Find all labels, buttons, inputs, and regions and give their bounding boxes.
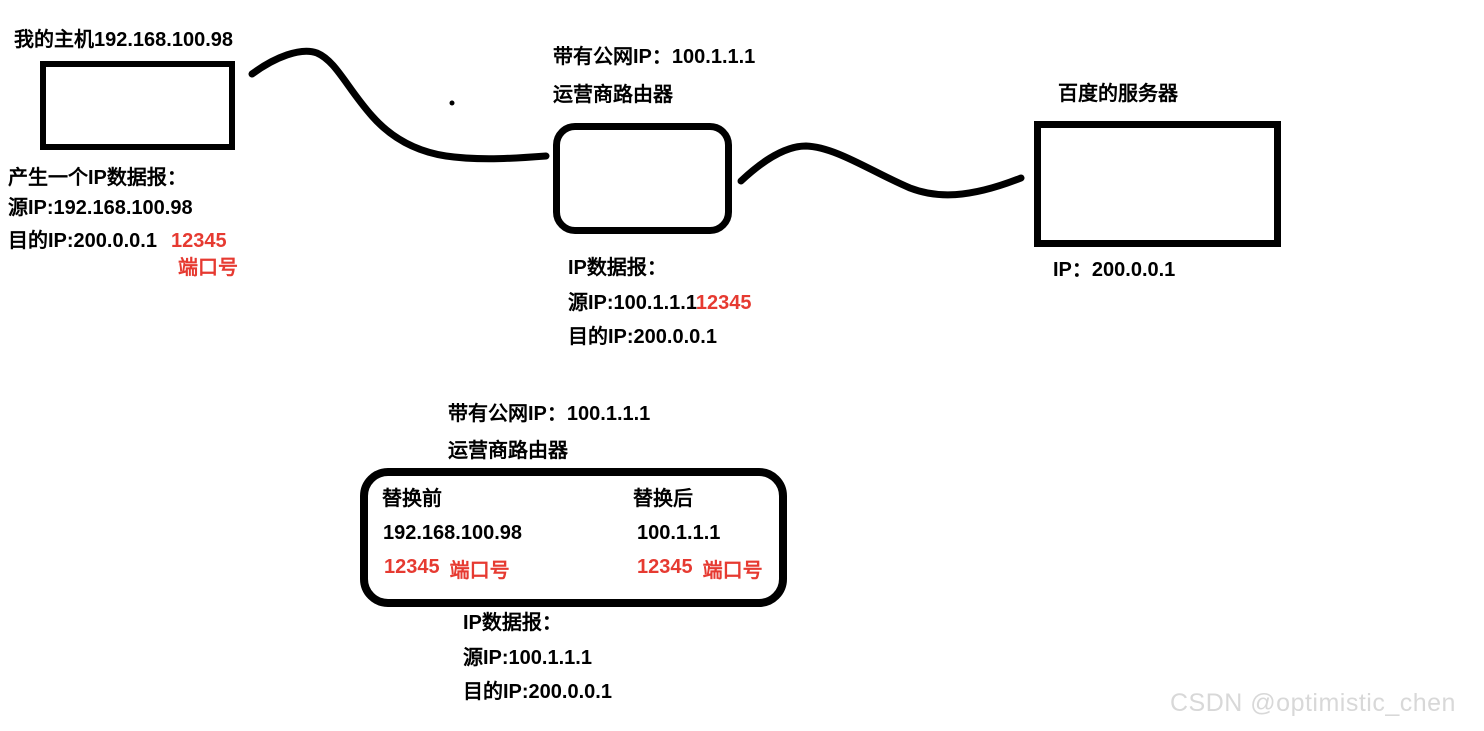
host-packet-port-value: 12345 <box>170 230 227 252</box>
server-title: 百度的服务器 <box>1058 83 1178 105</box>
router-bottom-public-ip-label: 带有公网IP：100.1.1.1 <box>448 403 651 425</box>
nat-before-port-label: 端口号 <box>449 560 510 582</box>
router-top-public-ip-label: 带有公网IP：100.1.1.1 <box>553 46 756 68</box>
nat-before-port-value: 12345 <box>384 556 440 578</box>
host-packet-source-ip: 源IP:192.168.100.98 <box>8 197 193 219</box>
link-host-to-router-curve <box>248 47 550 163</box>
nat-translation-table-box <box>360 468 787 607</box>
link-router-to-server-curve <box>737 142 1025 199</box>
nat-before-port-row: 12345 端口号 <box>384 555 510 582</box>
csdn-watermark: CSDN @optimistic_chen <box>1170 689 1456 717</box>
nat-after-port-row: 12345 端口号 <box>637 555 763 582</box>
router-bottom-packet-dest-ip: 目的IP:200.0.0.1 <box>463 681 612 703</box>
host-box <box>40 61 235 150</box>
host-packet-port-label: 端口号 <box>178 257 238 279</box>
host-title: 我的主机192.168.100.98 <box>14 29 234 51</box>
router-bottom-packet-source-ip: 源IP:100.1.1.1 <box>463 647 592 669</box>
nat-before-ip: 192.168.100.98 <box>383 522 523 544</box>
router-top-packet-source-row: 源IP:100.1.1.112345 <box>568 291 752 315</box>
router-top-packet-heading: IP数据报： <box>568 257 667 279</box>
nat-after-header: 替换后 <box>633 488 693 510</box>
router-top-name-label: 运营商路由器 <box>553 84 673 106</box>
nat-after-port-label: 端口号 <box>702 560 763 582</box>
router-bottom-packet-heading: IP数据报： <box>463 612 562 634</box>
baidu-server-box <box>1034 121 1281 247</box>
router-bottom-name-label: 运营商路由器 <box>448 440 568 462</box>
isp-router-box <box>553 123 732 234</box>
nat-after-ip: 100.1.1.1 <box>637 522 721 544</box>
host-packet-dest-ip-row: 目的IP:200.0.0.1 12345 <box>8 229 227 253</box>
host-packet-heading: 产生一个IP数据报： <box>8 167 187 189</box>
nat-after-port-value: 12345 <box>637 556 693 578</box>
host-packet-dest-ip: 目的IP:200.0.0.1 <box>8 230 157 252</box>
server-ip-label: IP：200.0.0.1 <box>1053 259 1176 281</box>
router-top-packet-source-ip: 源IP:100.1.1.1 <box>568 292 696 314</box>
nat-before-header: 替换前 <box>382 488 442 510</box>
stray-dot <box>449 100 455 106</box>
router-top-packet-port-value: 12345 <box>695 292 752 314</box>
router-top-packet-dest-ip: 目的IP:200.0.0.1 <box>568 326 717 348</box>
